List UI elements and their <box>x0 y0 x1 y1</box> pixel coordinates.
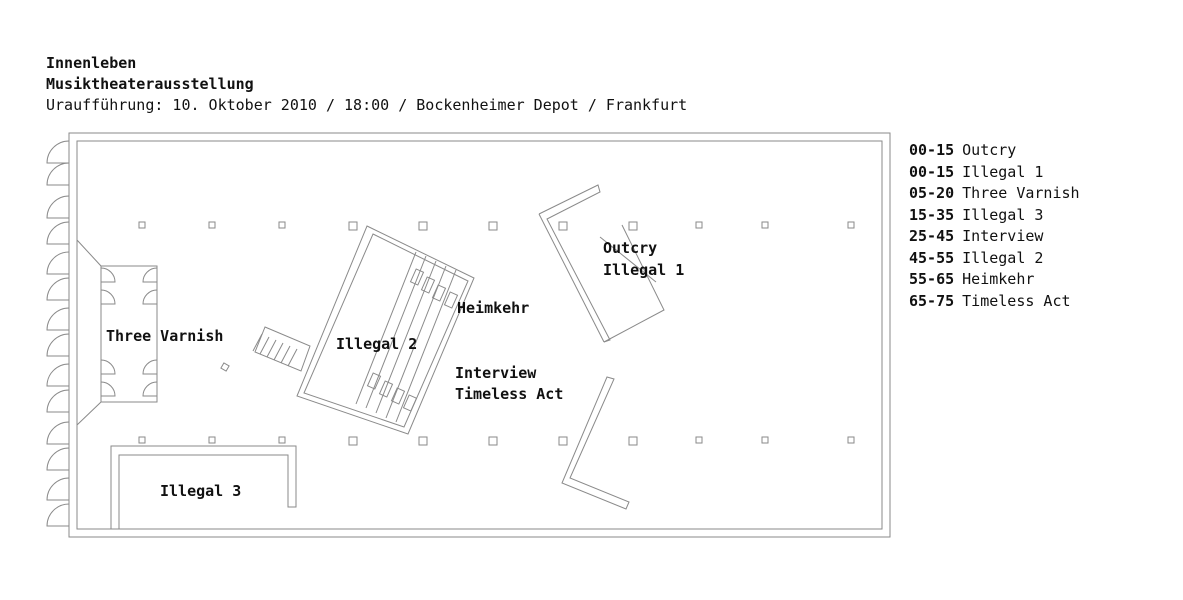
legend-name: Illegal 3 <box>962 205 1044 224</box>
legend-row: 55-65 Heimkehr <box>909 269 1080 291</box>
page-title: Innenleben <box>46 54 137 72</box>
legend-time: 55-65 <box>909 270 955 288</box>
page-subtitle: Musiktheaterausstellung <box>46 75 254 93</box>
legend-time: 05-20 <box>909 184 955 202</box>
outer-wall <box>68 132 891 538</box>
legend-time: 25-45 <box>909 227 955 245</box>
columns <box>138 221 855 446</box>
three-varnish-room <box>76 239 158 426</box>
legend-name: Timeless Act <box>962 291 1071 310</box>
header: Innenleben Musiktheaterausstellung Urauf… <box>46 53 687 116</box>
legend-row: 25-45 Interview <box>909 226 1080 248</box>
legend-row: 00-15 Illegal 1 <box>909 162 1080 184</box>
room-label-outcry: Outcry <box>603 239 658 257</box>
legend-row: 65-75 Timeless Act <box>909 291 1080 313</box>
outcry-walls <box>538 184 665 343</box>
legend-time: 15-35 <box>909 205 955 224</box>
premiere-info: Uraufführung: 10. Oktober 2010 / 18:00 /… <box>46 96 688 114</box>
legend-name: Interview <box>962 227 1044 245</box>
room-label-illegal-3: Illegal 3 <box>160 482 242 500</box>
legend-name: Heimkehr <box>962 270 1035 288</box>
inner-wall <box>76 140 883 530</box>
illegal-2-stage <box>252 225 475 435</box>
legend-row: 15-35 Illegal 3 <box>909 205 1080 227</box>
room-label-illegal-2: Illegal 2 <box>336 335 418 353</box>
legend-time: 45-55 <box>909 248 955 267</box>
legend-name: Illegal 2 <box>962 248 1044 267</box>
legend-row: 05-20 Three Varnish <box>909 183 1080 205</box>
legend-row: 00-15 Outcry <box>909 140 1080 162</box>
legend-row: 45-55 Illegal 2 <box>909 248 1080 270</box>
legend-name: Illegal 1 <box>962 162 1044 181</box>
legend-time: 65-75 <box>909 291 955 310</box>
legend-time: 00-15 <box>909 141 955 159</box>
legend-name: Three Varnish <box>962 184 1080 202</box>
room-label-heimkehr: Heimkehr <box>457 299 530 317</box>
door-arches <box>46 140 70 527</box>
legend-time: 00-15 <box>909 162 955 181</box>
room-label-timeless-act: Timeless Act <box>455 385 564 403</box>
room-label-three-varnish: Three Varnish <box>106 327 224 345</box>
illegal-3-room <box>110 445 297 529</box>
timeless-act-wall <box>561 376 630 510</box>
legend-name: Outcry <box>962 141 1017 159</box>
room-label-illegal-1: Illegal 1 <box>603 261 685 279</box>
room-label-interview: Interview <box>455 364 537 382</box>
